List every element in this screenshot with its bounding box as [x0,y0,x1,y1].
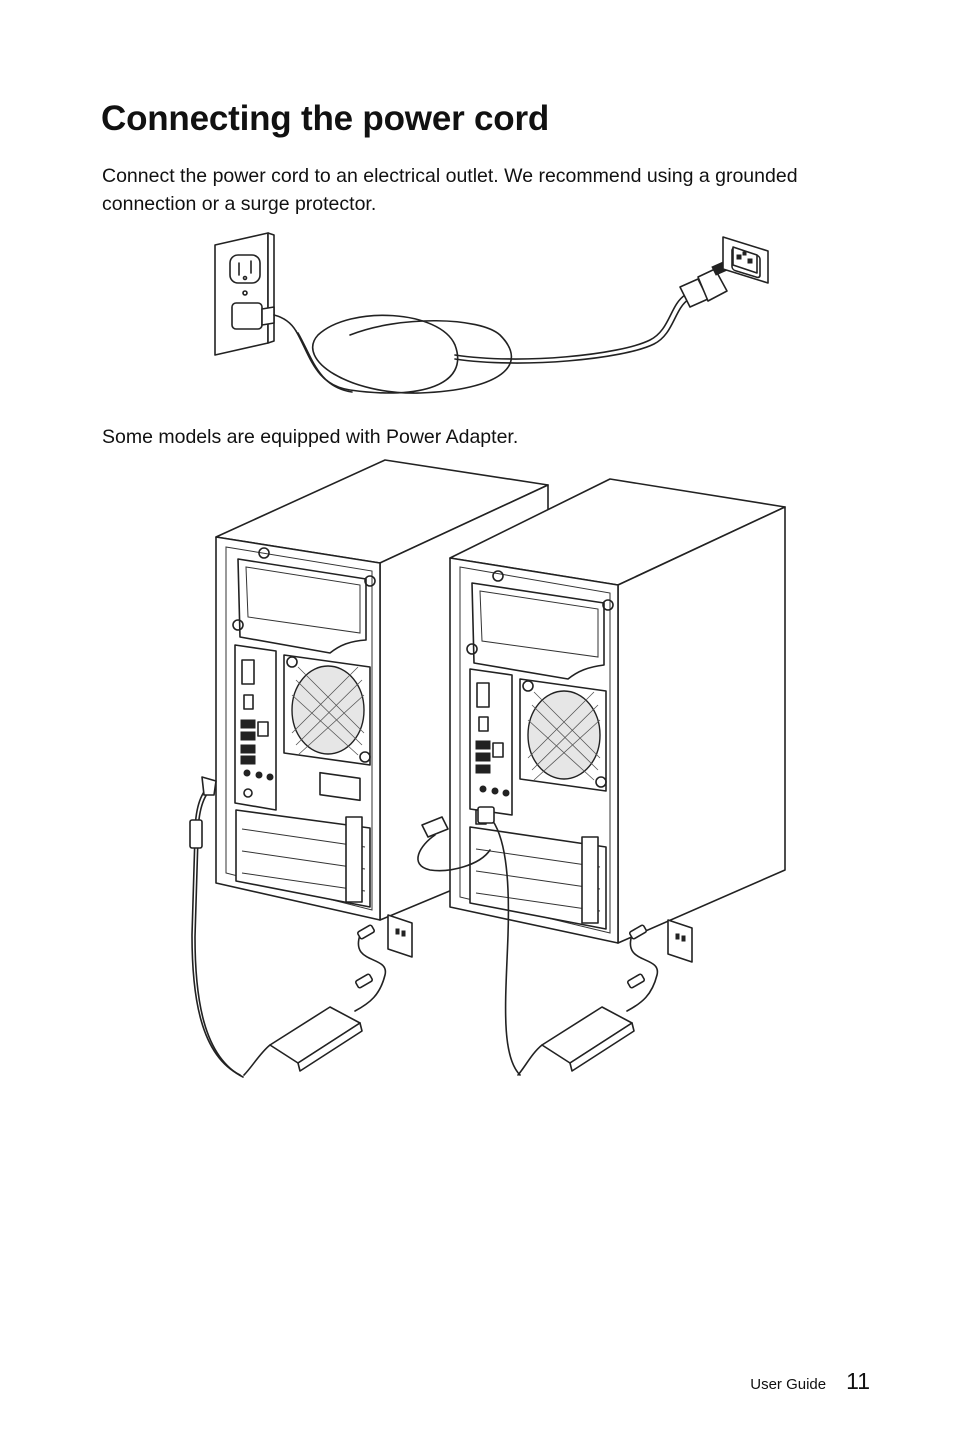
page-footer: User Guide 11 [750,1368,870,1395]
power-inlet-icon [722,236,769,284]
page-title: Connecting the power cord [101,99,550,138]
adapter-note: Some models are equipped with Power Adap… [102,426,519,448]
page-number: 11 [846,1368,870,1394]
intro-paragraph: Connect the power cord to an electrical … [102,165,798,215]
footer-label: User Guide [750,1376,827,1393]
right-tower-icon [449,478,786,944]
power-plug-icon [231,302,297,332]
iec-connector-icon [679,268,728,308]
right-power-adapter-icon [417,806,693,1076]
desktop-power-adapter-illustration [189,459,786,1078]
power-cord-outlet-illustration [214,232,769,394]
left-power-adapter-icon [189,776,413,1078]
wall-outlet-icon [214,232,275,356]
